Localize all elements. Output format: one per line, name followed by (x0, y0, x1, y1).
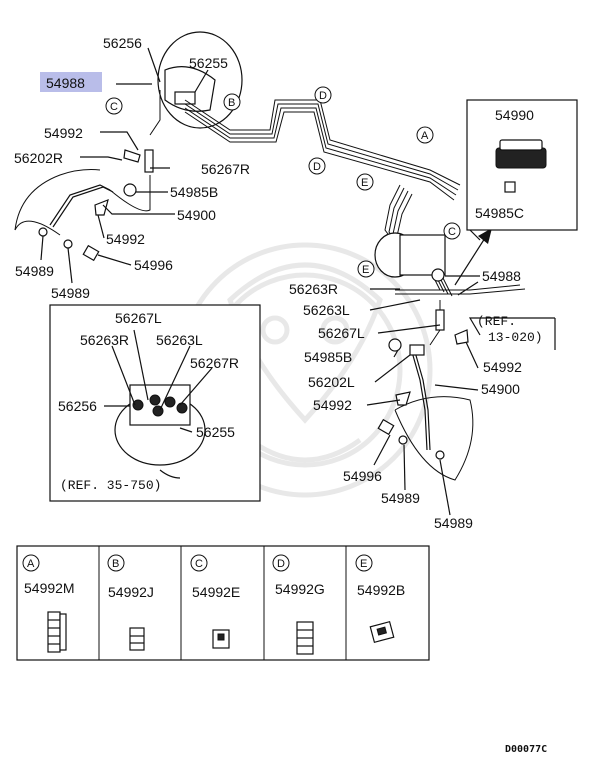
leader-lines (40, 47, 556, 516)
legend-part-A: 54992M (24, 580, 75, 596)
clip-54992M-icon (47, 611, 67, 653)
label-54985B-right: 54985B (304, 349, 352, 365)
label-56202R: 56202R (14, 150, 63, 166)
label-54988-highlighted[interactable]: 54988 (46, 75, 85, 91)
ref-13-020-line1: (REF. (477, 314, 516, 329)
label-56263L-right: 56263L (303, 302, 350, 318)
legend-part-B: 54992J (108, 584, 154, 600)
hydraulic-unit (374, 232, 446, 282)
label-54989-d: 54989 (434, 515, 473, 531)
label-54992-c: 54992 (313, 397, 352, 413)
circle-ref-B: B (228, 97, 235, 109)
legend-letter-E: E (360, 558, 367, 570)
legend-cell-C: C 54992E (190, 554, 240, 649)
detail-box-54990 (466, 99, 578, 231)
clip-legend-table: A 54992M B 54992J C 54992E (16, 545, 430, 661)
inset-label-56255: 56255 (196, 424, 235, 440)
clip-54992B-icon (369, 620, 395, 644)
circle-ref-C-top: C (110, 101, 118, 113)
label-56263R-right: 56263R (289, 281, 338, 297)
label-56256-top: 56256 (103, 35, 142, 51)
legend-part-E: 54992B (357, 582, 405, 598)
circle-references: C B D D A E C E (105, 86, 461, 278)
legend-cell-E: E 54992B (355, 554, 405, 644)
legend-part-D: 54992G (275, 581, 325, 597)
inset-label-56256: 56256 (58, 398, 97, 414)
detail-arrow (454, 228, 492, 286)
clip-54992E-icon (212, 629, 230, 649)
label-56202L: 56202L (308, 374, 355, 390)
ref-35-750: (REF. 35-750) (60, 478, 161, 493)
legend-cell-D: D 54992G (272, 554, 325, 655)
inset-label-56263L: 56263L (156, 332, 203, 348)
inset-box (49, 304, 261, 502)
legend-letter-D: D (277, 558, 285, 570)
label-56267L-right: 56267L (318, 325, 365, 341)
label-54985C: 54985C (475, 205, 524, 221)
circle-ref-A: A (421, 130, 429, 142)
label-54900-right: 54900 (481, 381, 520, 397)
label-54900-top: 54900 (177, 207, 216, 223)
legend-cell-A: A 54992M (22, 554, 75, 653)
circle-ref-C-right: C (448, 226, 456, 238)
callout-labels: 56256 54988 56255 54992 56202R 56267R 54… (14, 35, 543, 531)
drawing-code: D00077C (505, 744, 547, 755)
watermark-emblem (177, 242, 433, 498)
ref-13-020-line2: 13-020) (488, 330, 543, 345)
left-brake-hose (14, 149, 154, 262)
legend-letter-B: B (112, 558, 119, 570)
label-54992-b: 54992 (106, 231, 145, 247)
legend-part-C: 54992E (192, 584, 240, 600)
label-54992-d: 54992 (483, 359, 522, 375)
circle-ref-D-top: D (319, 90, 327, 102)
circle-ref-E-top: E (361, 177, 368, 189)
label-54996-top: 54996 (134, 257, 173, 273)
label-54985B-top: 54985B (170, 184, 218, 200)
label-56267R-top: 56267R (201, 161, 250, 177)
inset-label-56263R: 56263R (80, 332, 129, 348)
inset-label-56267L: 56267L (115, 310, 162, 326)
label-54992-a: 54992 (44, 125, 83, 141)
label-54989-b: 54989 (51, 285, 90, 301)
right-brake-hose (377, 300, 474, 481)
label-54989-c: 54989 (381, 490, 420, 506)
label-56255-top: 56255 (189, 55, 228, 71)
label-54988-right: 54988 (482, 268, 521, 284)
legend-cell-B: B 54992J (107, 554, 154, 651)
clip-54992J-icon (129, 627, 145, 651)
circle-ref-D-mid: D (313, 161, 321, 173)
label-54996-right: 54996 (343, 468, 382, 484)
legend-letter-A: A (27, 558, 35, 570)
inset-label-56267R: 56267R (190, 355, 239, 371)
highlight-54988 (40, 72, 102, 92)
circle-ref-E-bottom: E (362, 264, 369, 276)
master-cylinder-assembly (149, 31, 243, 136)
clip-54992G-icon (296, 621, 314, 655)
legend-letter-C: C (195, 558, 203, 570)
label-54989-a: 54989 (15, 263, 54, 279)
label-54990: 54990 (495, 107, 534, 123)
